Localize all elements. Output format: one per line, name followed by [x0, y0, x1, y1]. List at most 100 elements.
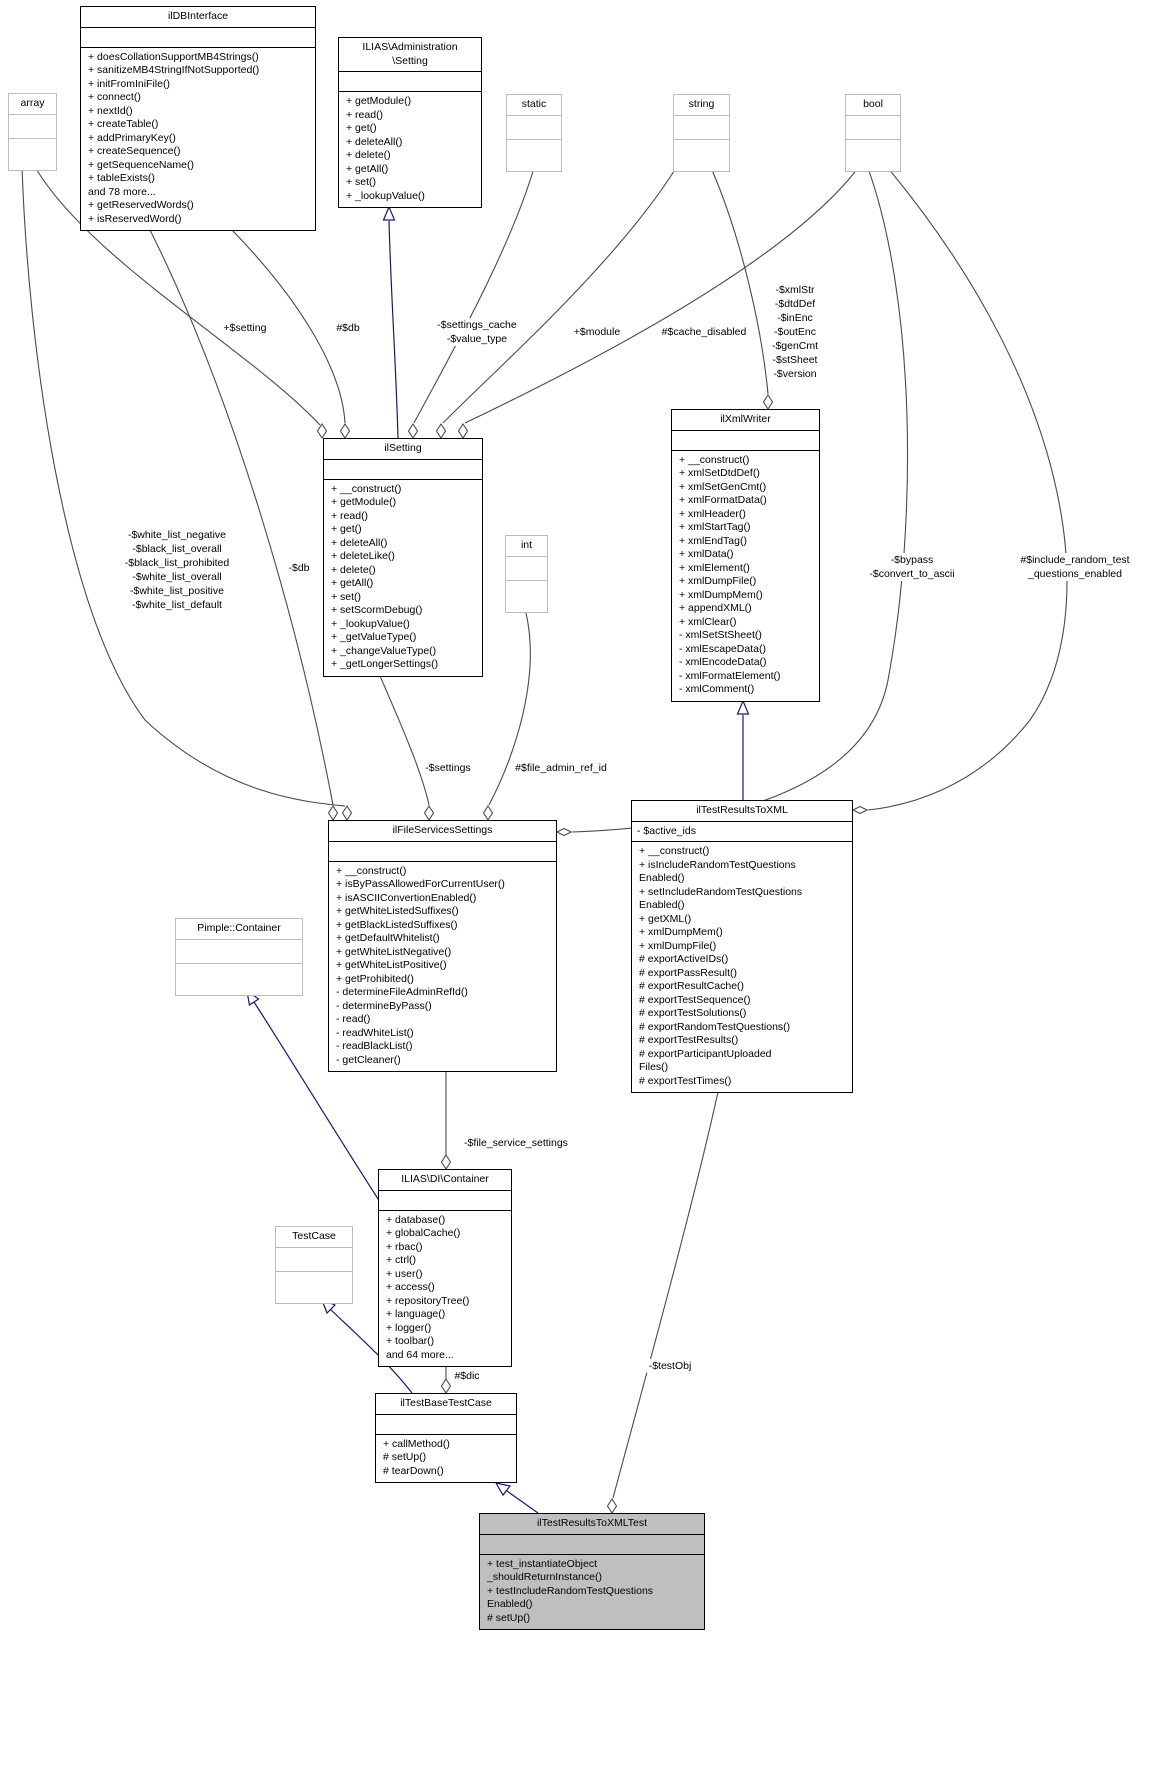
class-method: + doesCollationSupportMB4Strings() [88, 50, 259, 63]
class-method: + ctrl() [386, 1254, 417, 1266]
class-method: + isReservedWord() [88, 212, 182, 225]
diamond-icon [851, 805, 869, 815]
class-attributes [506, 557, 547, 581]
class-method: Enabled() [639, 872, 685, 884]
class-methods [176, 964, 302, 995]
diamond-icon [606, 1497, 618, 1515]
class-node-bool[interactable]: bool [845, 94, 901, 172]
class-methods: + __construct()+ getModule()+ read()+ ge… [324, 480, 482, 676]
class-title: Pimple::Container [176, 919, 302, 940]
class-method: + isByPassAllowedForCurrentUser() [336, 878, 505, 890]
class-method: - xmlEscapeData() [679, 642, 766, 655]
class-method: + xmlClear() [679, 615, 737, 628]
class-method: + delete() [331, 563, 376, 576]
class-node-testcase[interactable]: TestCase [275, 1226, 353, 1304]
class-method: and 78 more... [88, 185, 156, 198]
class-method: + appendXML() [679, 602, 752, 614]
diamond-icon [555, 827, 573, 837]
edge-dicontainer-inherits-pimple [253, 1001, 381, 1203]
class-node-array[interactable]: array [8, 93, 57, 171]
class-node-ilxmlwriter[interactable]: ilXmlWriter + __construct()+ xmlSetDtdDef… [671, 409, 820, 702]
class-method: + user() [386, 1267, 423, 1280]
diamond-icon [457, 422, 469, 440]
edge-ilsetting-inherits-setting [388, 220, 399, 439]
edge-testresults-xmltest [612, 1091, 719, 1499]
class-method: Files() [639, 1061, 669, 1073]
class-node-ilfileservicessettings[interactable]: ilFileServicesSettings+ __construct()+ i… [328, 820, 557, 1072]
class-title-line: \Setting [392, 54, 428, 67]
class-method: + xmlFormatData() [679, 494, 767, 506]
class-method: + set() [331, 590, 362, 603]
class-node-ilias-di-container[interactable]: ILIAS\DI\Container + database()+ globalCa… [378, 1169, 512, 1367]
class-node-int[interactable]: int [505, 535, 548, 613]
class-attributes [176, 940, 302, 964]
class-methods [674, 140, 729, 171]
diamond-icon [440, 1153, 452, 1171]
class-method: + xmlDumpFile() [639, 939, 717, 952]
class-method: + getReservedWords() [88, 199, 194, 211]
class-method: # exportActiveIDs() [639, 953, 729, 965]
class-title: ILIAS\Administration\Setting [339, 38, 481, 72]
diamond-icon [435, 422, 447, 440]
class-method: + _getLongerSettings() [331, 658, 439, 670]
class-method: - read() [336, 1013, 371, 1025]
class-method: + xmlDumpMem() [679, 588, 763, 601]
diamond-icon [339, 422, 351, 440]
class-attributes [339, 72, 481, 92]
class-method: + read() [331, 509, 369, 522]
class-method: + tableExists() [88, 172, 155, 184]
class-method: - readBlackList() [336, 1040, 413, 1052]
class-node-ilias-administration-setting[interactable]: ILIAS\Administration\Setting+ getModule(… [338, 37, 482, 208]
class-node-iltestresultstoxmltest[interactable]: ilTestResultsToXMLTest+ test_instantiate… [479, 1513, 705, 1630]
class-method: + __construct() [331, 482, 402, 495]
class-methods: + doesCollationSupportMB4Strings()+ sani… [81, 48, 315, 231]
class-attributes [846, 116, 900, 140]
class-node-ildbinterface[interactable]: ilDBInterface+ doesCollationSupportMB4St… [80, 6, 316, 231]
class-method: + setScormDebug() [331, 604, 423, 616]
class-node-string[interactable]: string [673, 94, 730, 172]
class-node-iltestresultstoxml[interactable]: ilTestResultsToXML- $active_ids + __const… [631, 800, 853, 1093]
class-title-line: ILIAS\DI\Container [401, 1173, 489, 1185]
class-method: # setUp() [487, 1611, 531, 1624]
class-attributes: - $active_ids [632, 822, 852, 842]
class-method: + xmlSetDtdDef() [679, 467, 760, 479]
class-attributes [81, 28, 315, 48]
class-node-ilsetting[interactable]: ilSetting+ __construct()+ getModule()+ r… [323, 438, 483, 677]
class-method: + testIncludeRandomTestQuestions [487, 1584, 654, 1597]
class-method: + createSequence() [88, 145, 181, 157]
class-method: - determineFileAdminRefId() [336, 986, 468, 998]
class-attribute: - $active_ids [637, 824, 696, 837]
class-attributes [379, 1191, 511, 1211]
class-method: + getWhiteListPositive() [336, 959, 447, 971]
class-node-iltestbasetestcase[interactable]: ilTestBaseTestCase+ callMethod()# setUp(… [375, 1393, 517, 1483]
edge-array-ilsetting [34, 166, 321, 426]
inheritance-arrow-icon [736, 699, 750, 715]
class-method: + _changeValueType() [331, 644, 437, 657]
class-method: + __construct() [336, 864, 407, 877]
class-node-pimple-container[interactable]: Pimple::Container [175, 918, 303, 996]
class-method: + getAll() [331, 577, 374, 589]
class-title-line: ilXmlWriter [720, 413, 771, 425]
class-method: - xmlFormatElement() [679, 669, 781, 682]
class-methods: + database()+ globalCache()+ rbac()+ ctr… [379, 1211, 511, 1367]
class-method: # exportRandomTestQuestions() [639, 1020, 791, 1033]
class-method: + isASCIIConvertionEnabled() [336, 891, 477, 904]
class-method: + __construct() [679, 453, 750, 466]
class-attributes [324, 460, 482, 480]
class-methods [276, 1272, 352, 1303]
class-attributes [9, 115, 56, 139]
class-attributes [507, 116, 561, 140]
class-method: + delete() [346, 149, 391, 161]
class-title-line: ilTestResultsToXMLTest [536, 1517, 648, 1529]
class-attributes [480, 1535, 704, 1555]
class-methods: + __construct()+ isIncludeRandomTestQues… [632, 842, 852, 1092]
class-node-static[interactable]: static [506, 94, 562, 172]
class-title: ilTestResultsToXML [632, 801, 852, 822]
class-method: + get() [346, 122, 377, 134]
class-method: + get() [331, 523, 362, 535]
edge-string-ilxmlwriter [711, 169, 769, 395]
class-title-line: ilTestResultsToXML [696, 804, 788, 816]
diamond-icon [316, 422, 328, 440]
